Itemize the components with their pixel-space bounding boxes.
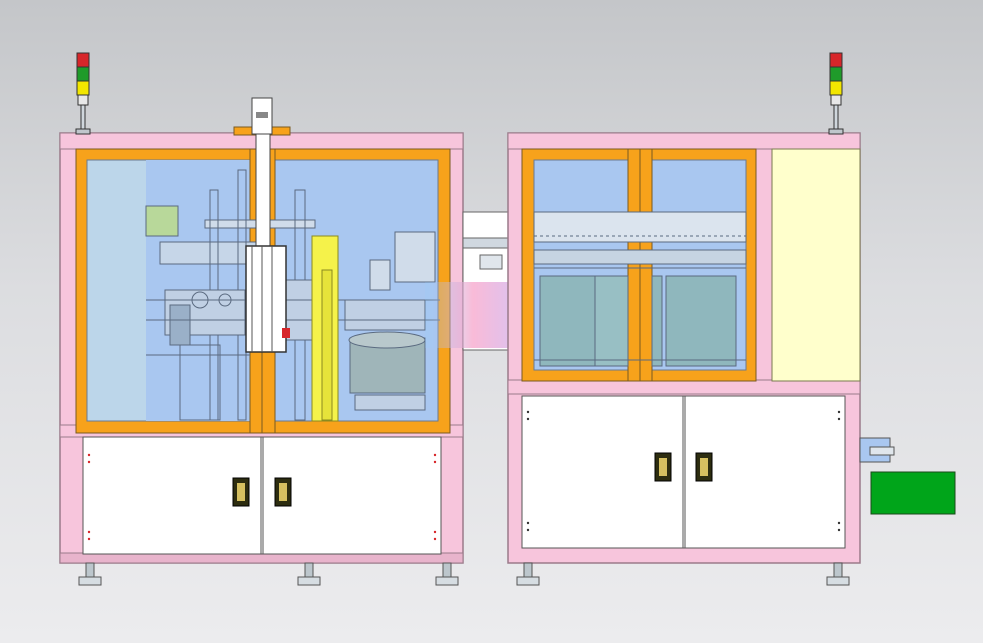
green-control-box [870,471,956,515]
right-side-panel [771,148,861,382]
door-handle-icon[interactable] [232,477,250,507]
signal-tower-icon [75,52,91,135]
door-handle-icon[interactable] [274,477,292,507]
left-machine [59,52,464,586]
leveling-foot-icon [78,562,102,586]
leveling-foot-icon [516,562,540,586]
leveling-foot-icon [297,562,321,586]
door-handle-icon[interactable] [695,452,713,482]
vertical-actuator [233,97,291,353]
door-handle-icon[interactable] [654,452,672,482]
signal-tower-icon [828,52,844,135]
leveling-foot-icon [826,562,850,586]
left-cabinet-door-left[interactable] [82,436,262,555]
side-bracket [859,437,895,463]
leveling-foot-icon [435,562,459,586]
right-mechanism [533,211,747,367]
left-cabinet-door-right[interactable] [262,436,442,555]
right-machine [507,52,956,586]
